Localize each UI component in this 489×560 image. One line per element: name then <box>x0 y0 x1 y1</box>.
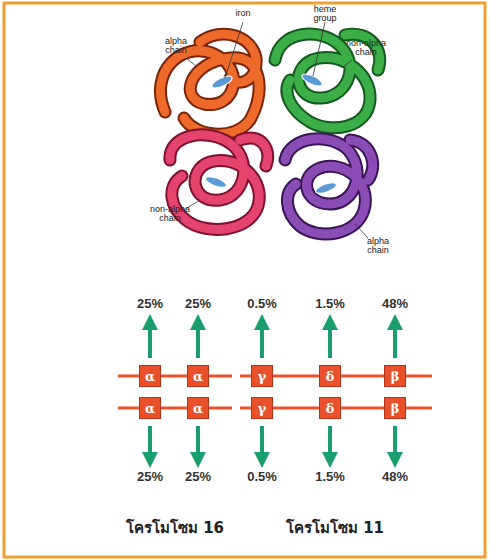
gene-letter: β <box>391 370 400 383</box>
part-label: heme group <box>302 5 348 24</box>
gene-box: δ <box>319 397 341 419</box>
hemoglobin-model <box>160 34 379 234</box>
percentage: 25% <box>137 296 163 311</box>
gene-letter: δ <box>326 402 335 415</box>
heme-groups <box>204 72 337 196</box>
expression-arrows <box>150 322 395 460</box>
gene-box: γ <box>251 397 273 419</box>
gene-letter: α <box>193 370 203 383</box>
chromosome-caption: โครโมโซม 11 <box>286 516 384 540</box>
part-label: iron <box>220 9 266 18</box>
gene-box: β <box>384 365 406 387</box>
gene-letter: α <box>193 402 203 415</box>
part-label: non-alpha chain <box>343 39 389 58</box>
gene-box: δ <box>319 365 341 387</box>
gene-letter: α <box>145 402 155 415</box>
percentage: 48% <box>382 296 408 311</box>
gene-box: α <box>187 365 209 387</box>
percentage: 0.5% <box>247 296 277 311</box>
gene-box: α <box>139 397 161 419</box>
gene-box: β <box>384 397 406 419</box>
gene-box: γ <box>251 365 273 387</box>
gene-letter: β <box>391 402 400 415</box>
percentage: 1.5% <box>315 296 345 311</box>
part-label: alpha chain <box>355 237 401 256</box>
percentage: 0.5% <box>247 469 277 484</box>
percentage: 25% <box>137 469 163 484</box>
gene-box: α <box>187 397 209 419</box>
percentage: 48% <box>382 469 408 484</box>
percentage: 1.5% <box>315 469 345 484</box>
gene-letter: α <box>145 370 155 383</box>
gene-box: α <box>139 365 161 387</box>
gene-letter: γ <box>258 370 267 383</box>
percentage: 25% <box>185 296 211 311</box>
chromosome-caption: โครโมโซม 16 <box>126 516 224 540</box>
gene-letter: δ <box>326 370 335 383</box>
gene-letter: γ <box>258 402 267 415</box>
leader-lines <box>184 22 368 238</box>
part-label: non-alpha chain <box>147 205 193 224</box>
part-label: alpha chain <box>153 37 199 56</box>
frame <box>4 3 485 557</box>
percentage: 25% <box>185 469 211 484</box>
